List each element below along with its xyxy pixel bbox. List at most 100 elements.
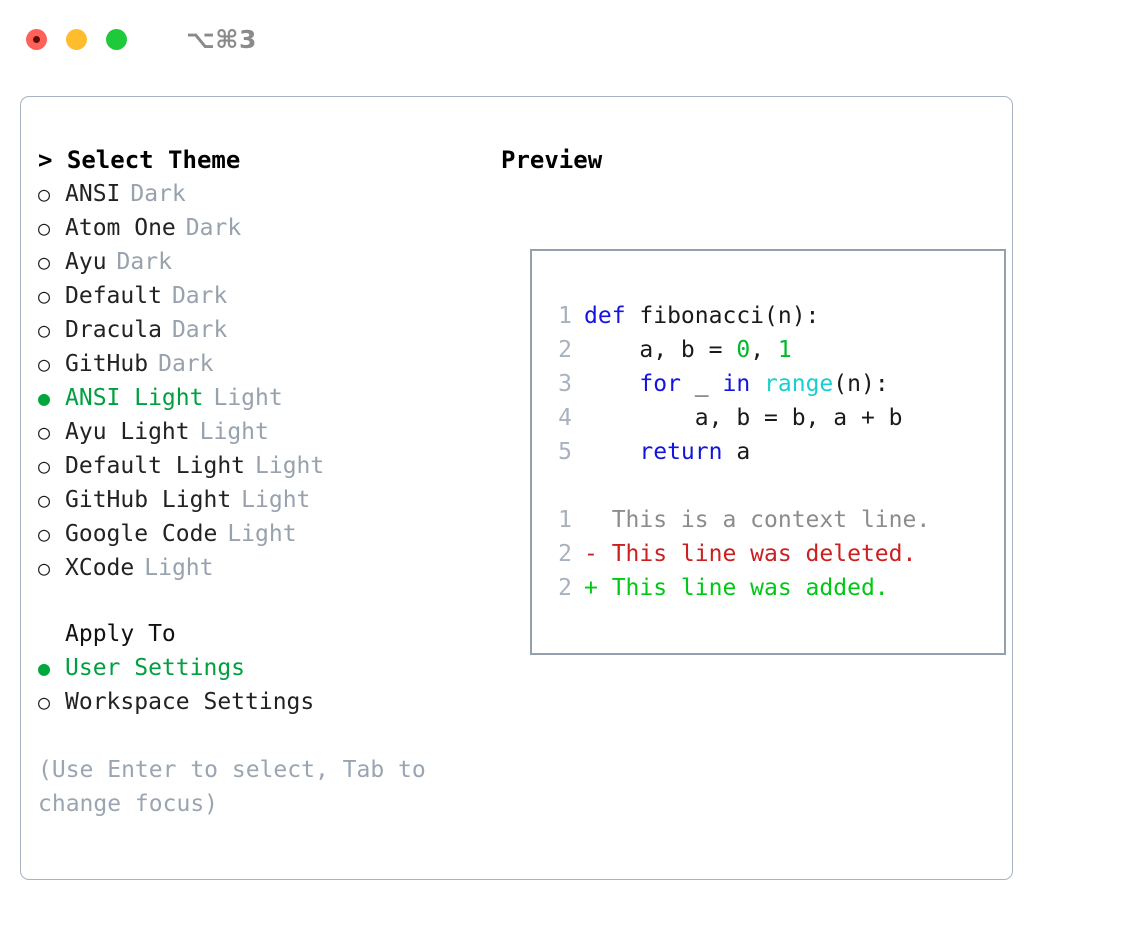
- apply-to-option-user-settings[interactable]: ● User Settings: [38, 651, 493, 685]
- radio-selected-icon: ●: [38, 386, 51, 410]
- code-line-text: for _ in range(n):: [584, 367, 889, 401]
- code-line-text: a, b = b, a + b: [584, 401, 903, 435]
- keyboard-shortcut-label: ⌥⌘3: [186, 24, 257, 54]
- line-number: 4: [558, 405, 572, 431]
- theme-name-label: Default Light: [65, 453, 246, 479]
- window-titlebar: ⌥⌘3: [0, 0, 1140, 78]
- code-token-fn: range: [764, 371, 834, 397]
- apply-to-section: Apply To ● User Settings ○Workspace Settin…: [38, 617, 493, 719]
- code-token-pl: [584, 371, 639, 397]
- theme-option-ansi[interactable]: ○ ANSI Dark: [38, 177, 493, 211]
- close-window-button[interactable]: [26, 28, 47, 50]
- diff-line-add: 2 + This line was added.: [544, 571, 930, 605]
- theme-option-google-code[interactable]: ○ Google Code Light: [38, 517, 493, 551]
- apply-to-label: User Settings: [65, 655, 246, 681]
- theme-kind-label: Light: [241, 487, 311, 513]
- theme-kind-label: Dark: [130, 181, 186, 207]
- code-line: 4 a, b = b, a + b: [544, 401, 930, 435]
- code-token-pl: [750, 371, 764, 397]
- radio-unselected-icon: ○: [38, 522, 51, 546]
- theme-name-label: Ayu Light: [65, 419, 190, 445]
- diff-line-ctx: 1 This is a context line.: [544, 503, 930, 537]
- keyboard-hint-text: (Use Enter to select, Tab to change focu…: [38, 757, 426, 817]
- theme-kind-label: Dark: [116, 249, 172, 275]
- theme-name-label: ANSI: [65, 181, 121, 207]
- line-number: 2: [558, 541, 572, 567]
- theme-option-github-light[interactable]: ○ GitHub Light Light: [38, 483, 493, 517]
- line-number: 2: [558, 575, 572, 601]
- apply-to-heading: Apply To: [65, 621, 176, 647]
- code-line-text: def fibonacci(n):: [584, 299, 819, 333]
- theme-kind-label: Light: [255, 453, 325, 479]
- theme-name-label: Google Code: [65, 521, 218, 547]
- preview-heading: Preview: [501, 146, 603, 174]
- theme-name-label: Ayu: [65, 249, 107, 275]
- line-number: 1: [558, 507, 572, 533]
- code-line: 2 a, b = 0, 1: [544, 333, 930, 367]
- code-token-pl: a, b = b, a + b: [584, 405, 903, 431]
- radio-unselected-icon: ○: [38, 284, 51, 308]
- code-token-pl: fibonacci(n):: [625, 303, 820, 329]
- apply-to-options[interactable]: ● User Settings ○Workspace Settings: [38, 651, 493, 719]
- apply-to-option-workspace-settings[interactable]: ○Workspace Settings: [38, 685, 493, 719]
- theme-kind-label: Light: [144, 555, 214, 581]
- code-token-num: 0: [736, 337, 751, 363]
- theme-kind-label: Light: [199, 419, 269, 445]
- theme-option-ayu[interactable]: ○ Ayu Dark: [38, 245, 493, 279]
- theme-option-dracula[interactable]: ○ Dracula Dark: [38, 313, 493, 347]
- theme-kind-label: Light: [213, 385, 283, 411]
- apply-to-label: Workspace Settings: [65, 689, 315, 715]
- select-theme-heading: > Select Theme: [38, 146, 241, 174]
- radio-selected-icon: ●: [38, 656, 51, 680]
- minimize-window-button[interactable]: [66, 28, 87, 50]
- code-token-pl: ,: [750, 337, 778, 363]
- code-token-pl: (n):: [833, 371, 889, 397]
- line-number: 5: [558, 439, 572, 465]
- theme-name-label: Default: [65, 283, 162, 309]
- theme-kind-label: Dark: [171, 317, 228, 343]
- diff-line-text: + This line was added.: [584, 575, 889, 601]
- code-diff-separator: [544, 469, 930, 503]
- code-token-kw: for: [639, 371, 681, 397]
- diff-line-text: - This line was deleted.: [584, 541, 917, 567]
- radio-unselected-icon: ○: [38, 488, 51, 512]
- theme-name-label: Dracula: [65, 317, 162, 343]
- radio-unselected-icon: ○: [38, 182, 51, 206]
- code-token-pl: a: [722, 439, 751, 465]
- theme-kind-label: Light: [227, 521, 297, 547]
- diff-line-text: This is a context line.: [584, 507, 931, 533]
- code-token-pl: [584, 439, 639, 465]
- theme-name-label: Atom One: [65, 215, 176, 241]
- radio-unselected-icon: ○: [38, 216, 51, 240]
- theme-name-label: GitHub: [65, 351, 149, 377]
- line-number: 3: [558, 371, 572, 397]
- maximize-window-button[interactable]: [106, 28, 127, 50]
- code-line-text: a, b = 0, 1: [584, 333, 792, 367]
- code-token-num: 1: [777, 337, 792, 363]
- radio-unselected-icon: ○: [38, 250, 51, 274]
- radio-unselected-icon: ○: [38, 318, 51, 342]
- code-token-kw: return: [639, 439, 723, 465]
- code-line: 5 return a: [544, 435, 930, 469]
- code-token-pl: a, b =: [584, 337, 737, 363]
- radio-unselected-icon: ○: [38, 556, 51, 580]
- diff-line-del: 2 - This line was deleted.: [544, 537, 930, 571]
- theme-name-label: GitHub Light: [65, 487, 232, 513]
- code-token-pl: _: [680, 371, 723, 397]
- code-line: 3 for _ in range(n):: [544, 367, 930, 401]
